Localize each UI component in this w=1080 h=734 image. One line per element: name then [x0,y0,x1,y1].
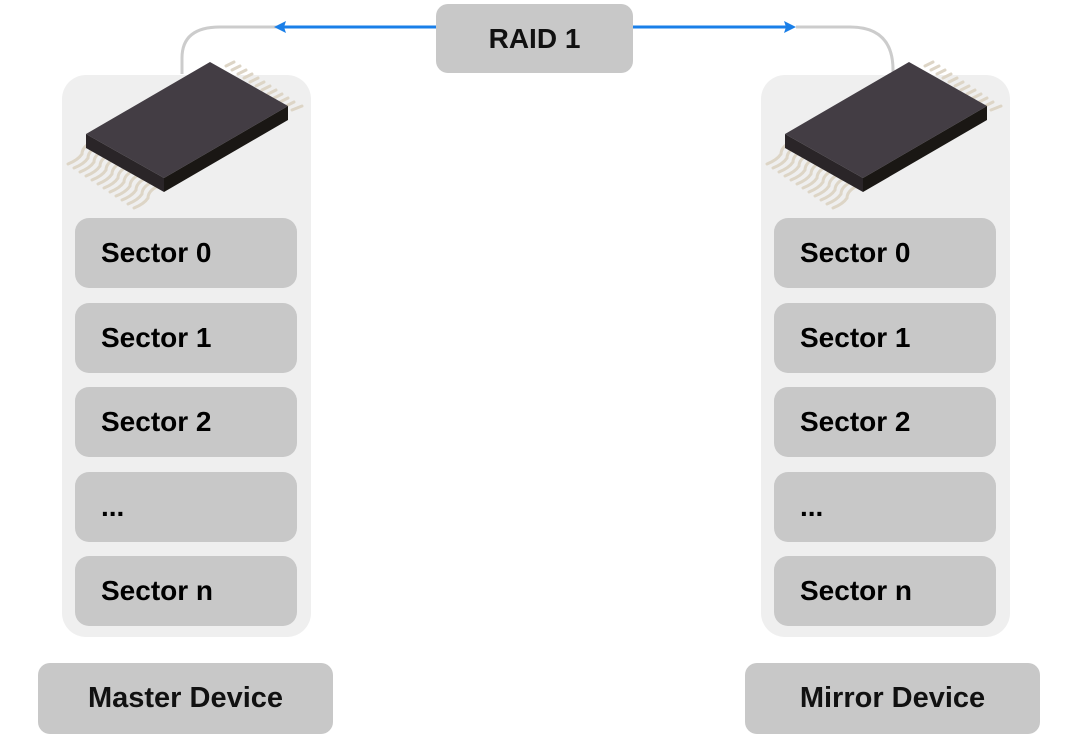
sector-box: ... [774,472,996,542]
sector-box: Sector n [774,556,996,626]
mirror-device-label: Mirror Device [745,663,1040,734]
sector-box: Sector n [75,556,297,626]
sector-box: Sector 1 [774,303,996,373]
master-device-panel: Sector 0 Sector 1 Sector 2 ... Sector n [62,75,311,637]
sector-box: Sector 2 [774,387,996,457]
sector-box: Sector 0 [774,218,996,288]
connector-right [796,25,895,74]
raid-level-label: RAID 1 [436,4,633,73]
master-device-label: Master Device [38,663,333,734]
sector-box: Sector 1 [75,303,297,373]
sector-box: Sector 0 [75,218,297,288]
sector-box: ... [75,472,297,542]
arrowhead-left [274,21,286,33]
mirror-device-panel: Sector 0 Sector 1 Sector 2 ... Sector n [761,75,1010,637]
connector-left [180,25,280,74]
sector-box: Sector 2 [75,387,297,457]
arrowhead-right [784,21,796,33]
